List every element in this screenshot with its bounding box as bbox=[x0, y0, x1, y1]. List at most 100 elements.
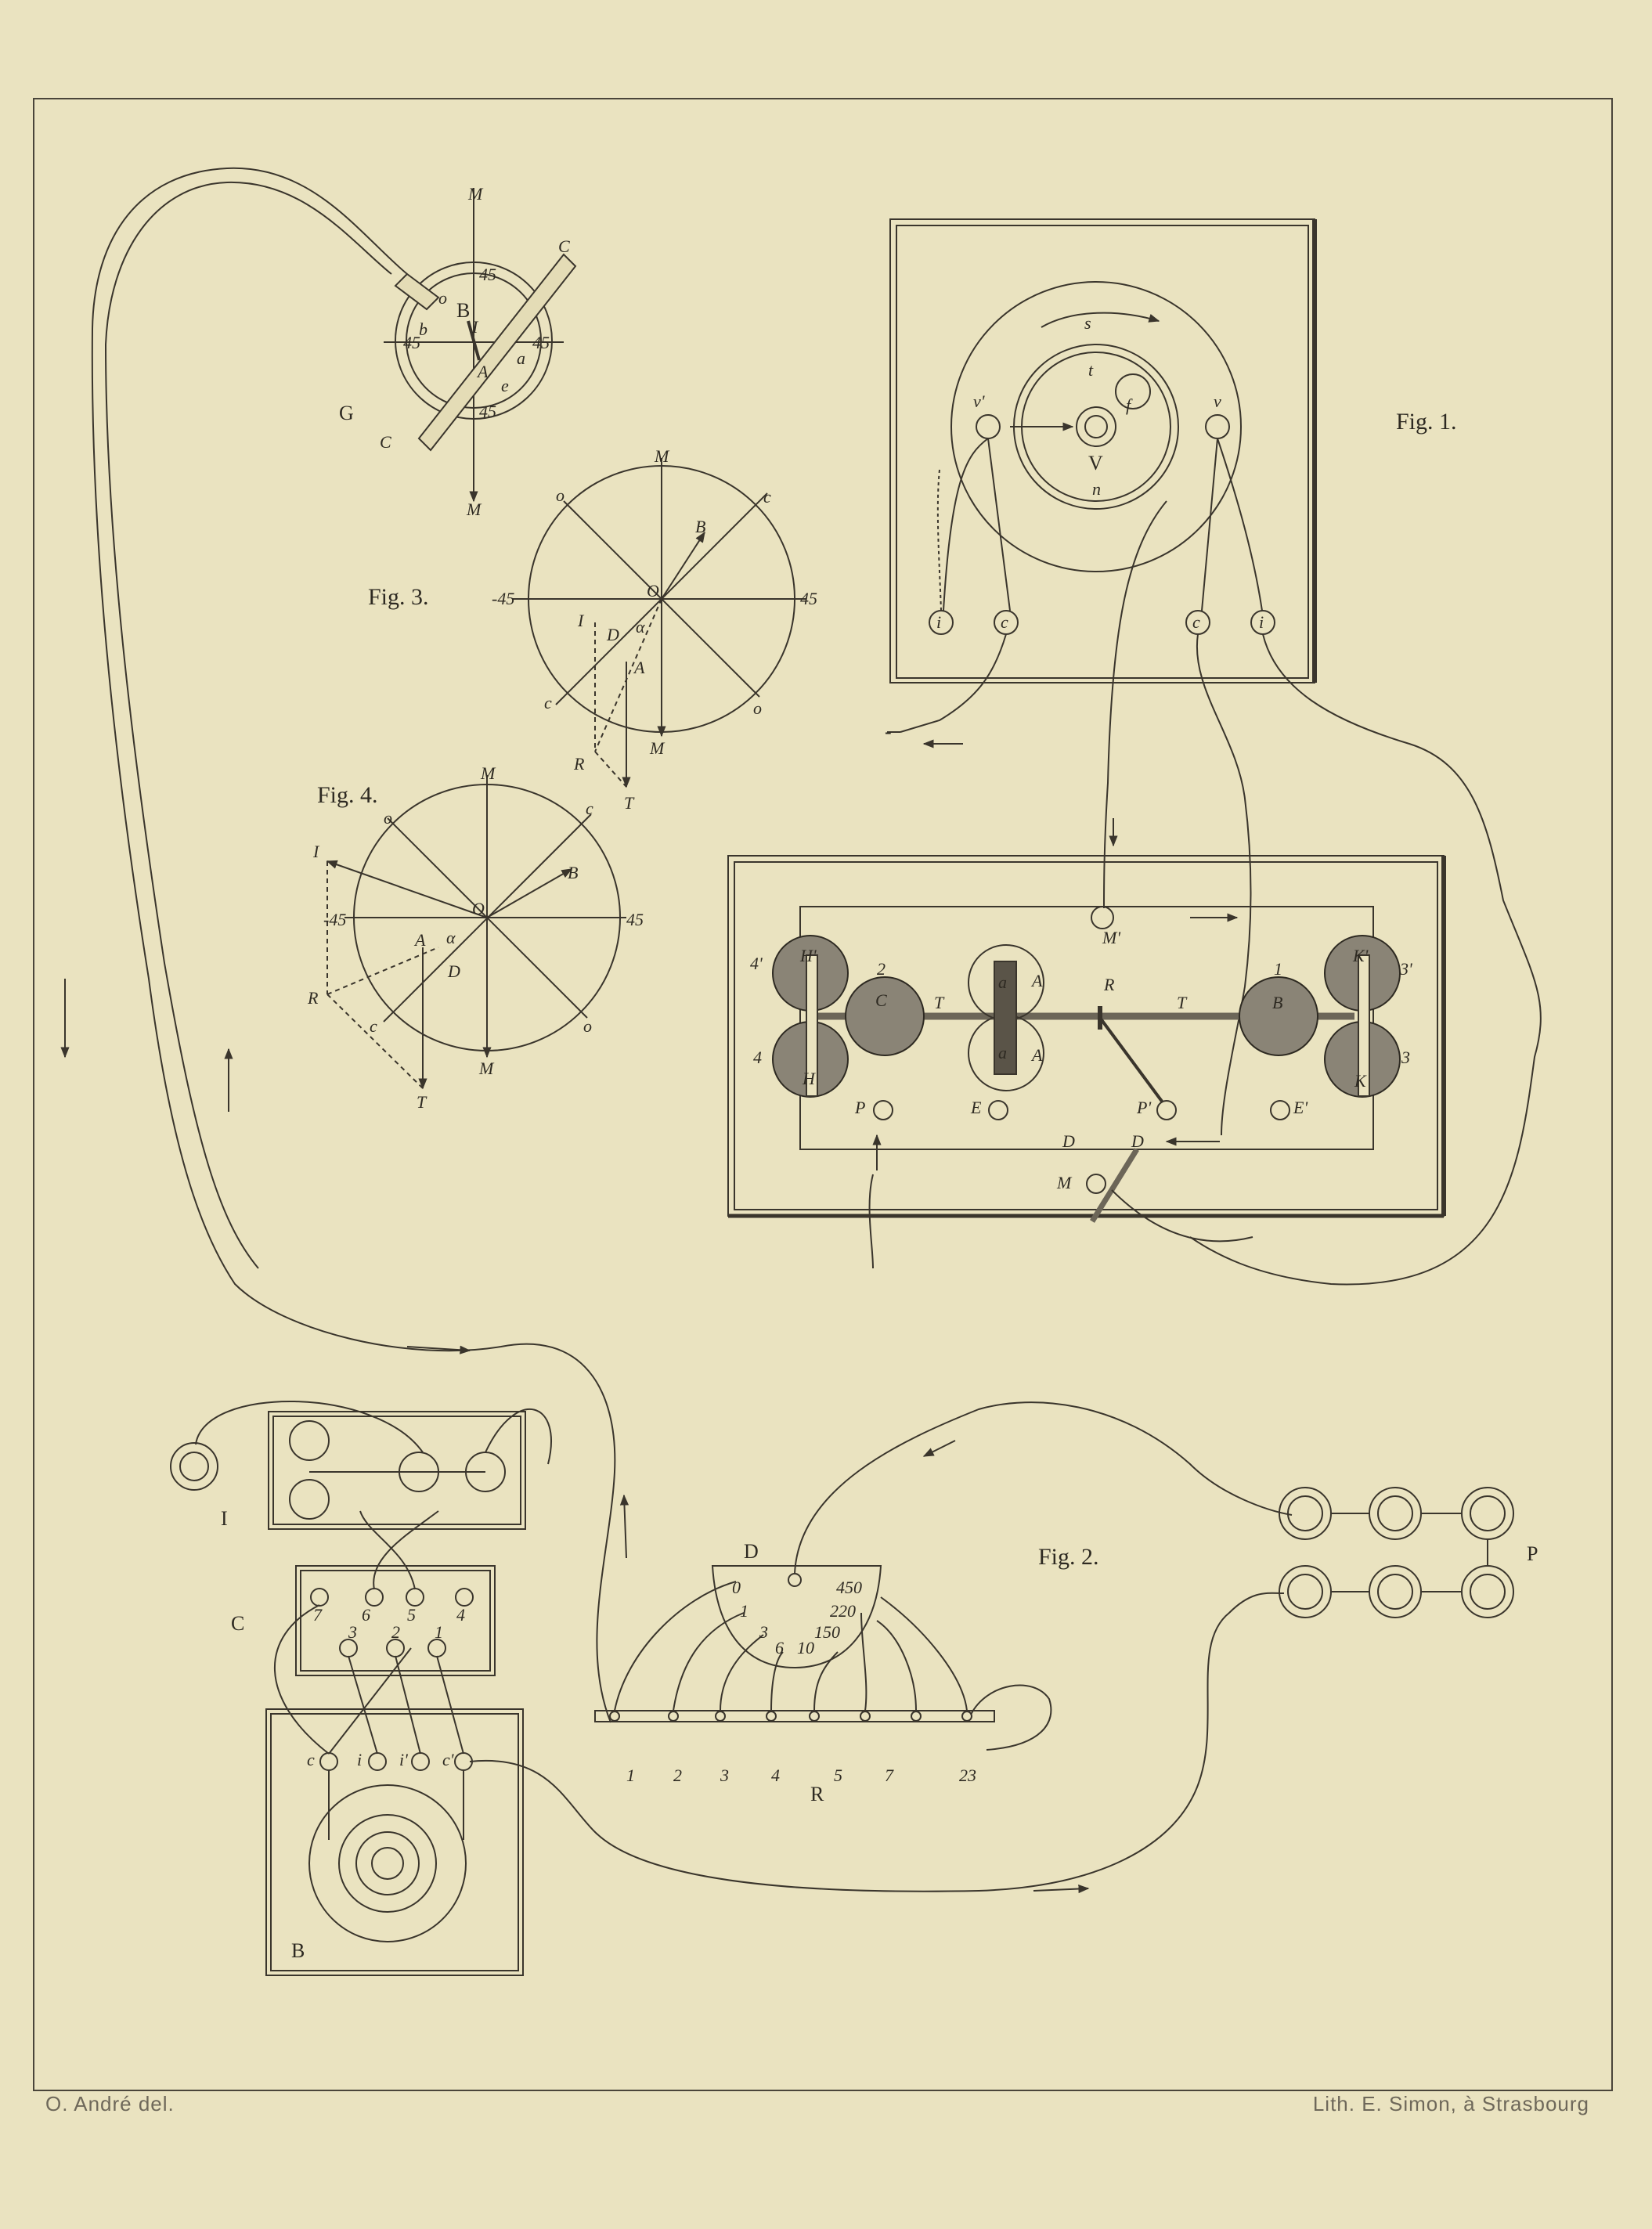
r-term-5: 5 bbox=[834, 1766, 842, 1785]
fig-4-o-tl: o bbox=[384, 808, 392, 828]
c-term-7: 7 bbox=[313, 1605, 323, 1625]
board-n4-prime: 4' bbox=[750, 954, 763, 973]
fig-4-o: O bbox=[472, 899, 485, 918]
c-term-4: 4 bbox=[456, 1605, 465, 1625]
fig-1-i-left: i bbox=[936, 612, 941, 632]
fig-1-title: Fig. 1. bbox=[1396, 409, 1457, 435]
fig-3-o-br: o bbox=[753, 698, 762, 718]
fig1-connecting-wires bbox=[1103, 500, 1542, 1286]
fig-2-b: B bbox=[291, 1939, 305, 1962]
fig-g-c-bottom: C bbox=[380, 432, 391, 452]
b-term-i: i bbox=[357, 1750, 362, 1769]
c-term-5: 5 bbox=[407, 1605, 416, 1625]
draughtsman-credit: O. André del. bbox=[45, 2092, 175, 2115]
left-loop-wire bbox=[60, 167, 629, 1723]
lithographer-credit: Lith. E. Simon, à Strasbourg bbox=[1312, 2092, 1589, 2115]
board-t-right: T bbox=[1177, 993, 1188, 1012]
d-step-3: 3 bbox=[759, 1622, 768, 1642]
fig-2-r: R bbox=[810, 1783, 824, 1805]
board-p-prime: P' bbox=[1136, 1098, 1151, 1117]
fig-1-v-right: v bbox=[1214, 391, 1221, 411]
figure-1 bbox=[887, 218, 1317, 748]
fig-2-i: I bbox=[221, 1507, 228, 1530]
figure-3 bbox=[513, 458, 806, 788]
fig-4-minus-45: -45 bbox=[323, 910, 346, 929]
r-term-7: 7 bbox=[885, 1766, 894, 1785]
fig-g-c-top: C bbox=[558, 236, 570, 256]
fig-g-m-bottom: M bbox=[466, 500, 482, 519]
fig-4-m-bottom: M bbox=[478, 1059, 495, 1078]
board-n4: 4 bbox=[753, 1048, 762, 1067]
board-h-prime: H' bbox=[799, 946, 817, 965]
commutator-board bbox=[727, 855, 1446, 1269]
board-n2: 2 bbox=[877, 959, 886, 979]
fig-2-title: Fig. 2. bbox=[1038, 1544, 1099, 1570]
b-term-c: c bbox=[307, 1750, 315, 1769]
figure-2 bbox=[170, 1401, 1514, 1976]
fig-3-d: D bbox=[606, 625, 619, 644]
r-term-23: 23 bbox=[959, 1766, 976, 1785]
fig-1-v-prime: v' bbox=[973, 391, 985, 411]
board-e: E bbox=[970, 1098, 982, 1117]
board-n3: 3 bbox=[1401, 1048, 1410, 1067]
r-term-4: 4 bbox=[771, 1766, 780, 1785]
d-step-150: 150 bbox=[814, 1622, 840, 1642]
fig-4-c-tr: c bbox=[586, 799, 593, 818]
board-n1: 1 bbox=[1274, 959, 1282, 979]
fig-g-45-left: 45 bbox=[403, 333, 420, 352]
fig-4-a: A bbox=[413, 930, 426, 950]
fig-2-d: D bbox=[744, 1540, 759, 1563]
fig-1-c-right: c bbox=[1192, 612, 1200, 632]
fig-g-small-a: a bbox=[517, 348, 525, 368]
fig-4-c-bl: c bbox=[370, 1016, 377, 1036]
fig-g-b: B bbox=[456, 299, 470, 322]
d-step-6: 6 bbox=[775, 1638, 784, 1657]
c-term-3: 3 bbox=[348, 1622, 357, 1642]
fig-4-title: Fig. 4. bbox=[317, 782, 378, 808]
figure-4 bbox=[326, 775, 626, 1090]
fig-1-s: s bbox=[1084, 313, 1091, 333]
fig-4-alpha: α bbox=[446, 928, 456, 947]
fig-3-i: I bbox=[577, 611, 585, 630]
board-p: P bbox=[854, 1098, 865, 1117]
board-n3-prime: 3' bbox=[1399, 959, 1412, 979]
fig-3-alpha: α bbox=[636, 617, 645, 637]
board-c: C bbox=[875, 990, 887, 1010]
label-layer: G M M C C B A I a b o e 45 45 45 45 Fig.… bbox=[221, 184, 1538, 1962]
fig-1-c-left: c bbox=[1001, 612, 1008, 632]
fig-3-c-tr: c bbox=[763, 487, 771, 507]
fig-3-c-bl: c bbox=[544, 693, 552, 712]
plate-border bbox=[33, 98, 1613, 2091]
board-m-prime: M' bbox=[1102, 928, 1120, 947]
fig-4-m-top: M bbox=[480, 763, 496, 783]
fig-g-i: I bbox=[471, 317, 479, 337]
fig-4-plus-45: 45 bbox=[626, 910, 644, 929]
figure-g bbox=[384, 188, 577, 503]
r-term-3: 3 bbox=[720, 1766, 729, 1785]
board-h: H bbox=[802, 1069, 816, 1088]
board-e-prime: E' bbox=[1293, 1098, 1308, 1117]
r-term-2: 2 bbox=[673, 1766, 682, 1785]
fig-2-p: P bbox=[1527, 1542, 1538, 1565]
fig-g-small-o: o bbox=[438, 288, 447, 308]
fig-1-minus: - bbox=[885, 720, 892, 743]
fig-3-t: T bbox=[624, 793, 635, 813]
board-t-left: T bbox=[934, 993, 945, 1012]
fig-3-m-bottom: M bbox=[649, 738, 665, 758]
fig-4-d: D bbox=[447, 961, 460, 981]
board-m: M bbox=[1056, 1173, 1073, 1192]
fig-3-plus-45: 45 bbox=[800, 589, 817, 608]
d-step-10: 10 bbox=[797, 1638, 814, 1657]
board-k: K bbox=[1354, 1071, 1367, 1091]
board-d-right: D bbox=[1131, 1131, 1144, 1151]
fig-4-r: R bbox=[307, 988, 319, 1008]
board-k-prime: K' bbox=[1352, 946, 1369, 965]
fig-g-m-top: M bbox=[467, 184, 484, 204]
fig-3-o: O bbox=[647, 581, 659, 601]
board-a-top: A bbox=[1030, 971, 1043, 990]
fig-3-m-top: M bbox=[654, 446, 670, 466]
fig-4-i: I bbox=[312, 842, 320, 861]
fig-1-i-right: i bbox=[1259, 612, 1264, 632]
fig-3-r: R bbox=[573, 754, 585, 774]
